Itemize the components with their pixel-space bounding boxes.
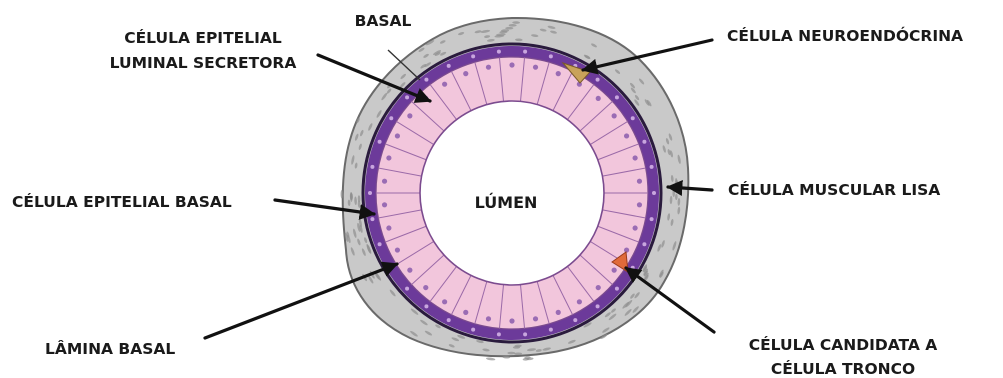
- basal-nucleus: [471, 54, 475, 58]
- basal-nucleus: [497, 50, 501, 54]
- luminal-nucleus: [382, 202, 387, 207]
- stroma-nucleus: [672, 189, 675, 197]
- basal-nucleus: [549, 54, 553, 58]
- basal-nucleus: [650, 165, 654, 169]
- basal-nucleus: [497, 332, 501, 336]
- basal-nucleus: [370, 165, 374, 169]
- luminal-nucleus: [637, 179, 642, 184]
- luminal-nucleus: [509, 62, 514, 67]
- label-lamina: LÂMINA BASAL: [45, 339, 175, 358]
- luminal-nucleus: [407, 113, 412, 118]
- luminal-nucleus: [612, 113, 617, 118]
- luminal-nucleus: [637, 202, 642, 207]
- basal-nucleus: [447, 318, 451, 322]
- luminal-nucleus: [386, 225, 391, 230]
- basal-nucleus: [596, 304, 600, 308]
- basal-nucleus: [523, 50, 527, 54]
- basal-nucleus: [549, 328, 553, 332]
- basal-nucleus: [573, 318, 577, 322]
- label-stem-line2: CÉLULA TRONCO: [771, 359, 915, 378]
- basal-nucleus: [596, 78, 600, 82]
- basal-nucleus: [642, 140, 646, 144]
- luminal-nucleus: [382, 179, 387, 184]
- basal-nucleus: [424, 304, 428, 308]
- label-basal: BASAL: [355, 12, 412, 30]
- basal-nucleus: [471, 328, 475, 332]
- basal-nucleus: [389, 116, 393, 120]
- luminal-nucleus: [633, 155, 638, 160]
- luminal-nucleus: [596, 285, 601, 290]
- luminal-nucleus: [463, 71, 468, 76]
- basal-nucleus: [631, 266, 635, 270]
- luminal-nucleus: [442, 299, 447, 304]
- luminal-nucleus: [612, 268, 617, 273]
- luminal-nucleus: [407, 268, 412, 273]
- basal-nucleus: [405, 287, 409, 291]
- luminal-nucleus: [624, 247, 629, 252]
- luminal-nucleus: [486, 316, 491, 321]
- basal-nucleus: [447, 64, 451, 68]
- luminal-nucleus: [395, 133, 400, 138]
- basal-nucleus: [405, 95, 409, 99]
- luminal-nucleus: [533, 65, 538, 70]
- luminal-nucleus: [556, 310, 561, 315]
- label-muscle: CÉLULA MUSCULAR LISA: [728, 180, 940, 199]
- basal-nucleus: [378, 140, 382, 144]
- luminal-nucleus: [509, 318, 514, 323]
- label-lumen: LÚMEN: [475, 193, 538, 212]
- luminal-nucleus: [486, 65, 491, 70]
- basal-nucleus: [424, 78, 428, 82]
- luminal-nucleus: [395, 247, 400, 252]
- luminal-nucleus: [463, 310, 468, 315]
- label-stem-line1: CÉLULA CANDIDATA A: [749, 335, 938, 354]
- basal-nucleus: [650, 217, 654, 221]
- luminal-nucleus: [596, 96, 601, 101]
- basal-nucleus: [652, 191, 656, 195]
- basal-nucleus: [368, 191, 372, 195]
- stroma-nucleus: [486, 357, 496, 361]
- luminal-nucleus: [633, 225, 638, 230]
- basal-nucleus: [378, 242, 382, 246]
- basal-nucleus: [615, 287, 619, 291]
- basal-nucleus: [615, 95, 619, 99]
- luminal-nucleus: [423, 285, 428, 290]
- luminal-nucleus: [577, 299, 582, 304]
- basal-nucleus: [523, 332, 527, 336]
- basal-nucleus: [631, 116, 635, 120]
- luminal-nucleus: [624, 133, 629, 138]
- basal-nucleus: [370, 217, 374, 221]
- label-neuro: CÉLULA NEUROENDÓCRINA: [727, 26, 963, 45]
- luminal-nucleus: [556, 71, 561, 76]
- label-luminal-line1: CÉLULA EPITELIAL: [124, 28, 282, 47]
- label-basal-cell: CÉLULA EPITELIAL BASAL: [12, 192, 232, 211]
- label-luminal-line2: LUMINAL SECRETORA: [110, 54, 297, 72]
- luminal-nucleus: [442, 82, 447, 87]
- luminal-nucleus: [533, 316, 538, 321]
- luminal-nucleus: [386, 155, 391, 160]
- basal-nucleus: [642, 242, 646, 246]
